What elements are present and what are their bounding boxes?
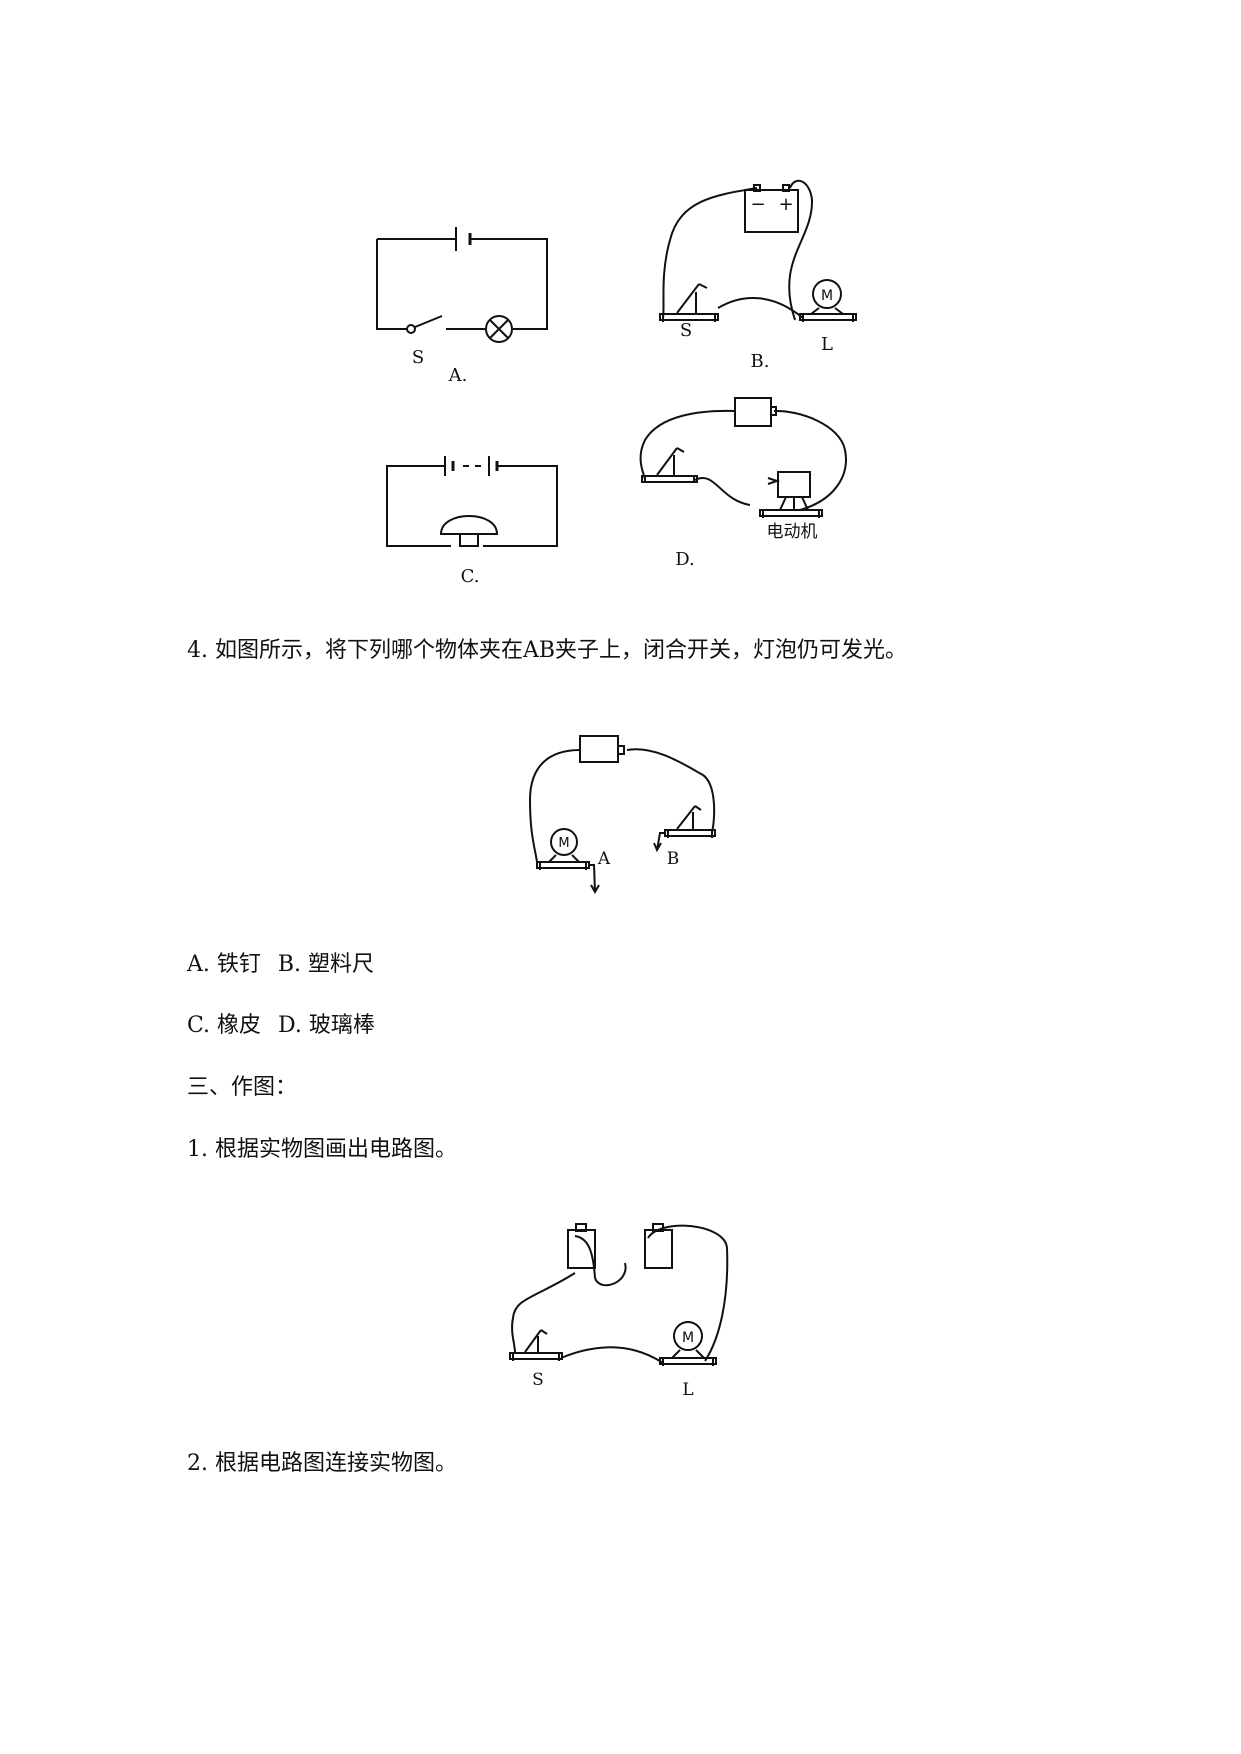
switch-base <box>509 1352 563 1360</box>
wire-left <box>511 1272 576 1354</box>
lamp-base <box>659 1357 717 1365</box>
option-b[interactable]: B. 塑料尺 <box>277 952 375 977</box>
wire-top <box>377 238 548 330</box>
caption-a: A. <box>448 365 468 386</box>
wire-left <box>386 465 451 547</box>
lamp-label: L <box>682 1380 693 1400</box>
wire-top-right <box>773 409 847 511</box>
switch-base <box>664 829 716 837</box>
circuit-figure-b: − + M S L B. <box>655 179 885 380</box>
question-4-text: 4. 如图所示，将下列哪个物体夹在AB夹子上，闭合开关，灯泡仍可发光。 <box>187 638 908 663</box>
drawing-2-text: 2. 根据电路图连接实物图。 <box>187 1451 457 1476</box>
drawing-1-text: 1. 根据实物图画出电路图。 <box>187 1137 457 1162</box>
lamp-letter: M <box>682 1330 694 1346</box>
question-4-options-row-1: A. 铁钉 B. 塑料尺 <box>187 951 384 979</box>
clip-a <box>589 864 600 895</box>
cell-1 <box>567 1229 596 1269</box>
lamp-label: L <box>821 334 833 355</box>
wire-bottom <box>694 477 751 506</box>
motor-base <box>759 509 823 517</box>
lamp-bulb <box>550 828 578 856</box>
switch-lever <box>676 283 700 314</box>
circuit-figure-q4: M A B <box>525 730 725 910</box>
caption-b: B. <box>751 351 770 372</box>
wire-left <box>376 239 407 330</box>
caption-c: C. <box>461 566 480 587</box>
switch-base <box>659 313 719 321</box>
wire-left <box>662 187 758 319</box>
wire-top-right <box>594 1262 627 1287</box>
switch-label: S <box>412 347 424 368</box>
switch-label: S <box>680 320 692 341</box>
lamp-bulb <box>812 279 842 309</box>
battery-plus-sign: + <box>778 194 793 215</box>
section-3-heading: 三、作图： <box>187 1075 298 1100</box>
battery-box <box>744 189 799 233</box>
clip-b <box>653 832 665 853</box>
clip-a-label: A <box>597 849 611 869</box>
circuit-figure-a: S A. <box>370 225 560 386</box>
wire-right <box>483 465 558 547</box>
question-4-options-row-2: C. 橡皮 D. 玻璃棒 <box>187 1012 385 1040</box>
battery-box <box>734 397 772 427</box>
circuit-figure-c: C. <box>385 450 565 590</box>
lamp-letter: M <box>821 288 833 304</box>
lamp-base <box>799 313 857 321</box>
switch-label: S <box>532 1370 544 1390</box>
motor-label: 电动机 <box>767 522 818 542</box>
switch-blade <box>414 315 443 328</box>
motor-body <box>777 471 811 498</box>
battery-box <box>579 735 619 763</box>
wire-left <box>528 749 581 863</box>
wire-right <box>647 1224 729 1362</box>
caption-d: D. <box>675 549 695 570</box>
wire-bottom <box>717 296 804 319</box>
wire-right <box>626 748 716 833</box>
circuit-figure-d: 电动机 D. <box>639 390 870 580</box>
wire-top-left <box>639 409 736 481</box>
wire-top-left <box>574 1235 596 1279</box>
lamp-letter: M <box>558 836 569 851</box>
wire-bottom <box>560 1346 664 1364</box>
option-d[interactable]: D. 玻璃棒 <box>278 1013 375 1038</box>
lamp-base <box>536 861 590 869</box>
switch-base <box>641 475 698 483</box>
battery-minus-sign: − <box>750 194 765 215</box>
circuit-figure-drawing-1: M S L <box>505 1218 745 1400</box>
switch-pivot <box>406 324 416 334</box>
option-a[interactable]: A. 铁钉 <box>187 952 261 977</box>
bell-symbol <box>439 515 499 535</box>
option-c[interactable]: C. 橡皮 <box>187 1013 262 1038</box>
wire-right <box>788 179 814 321</box>
clip-b-label: B <box>667 849 680 869</box>
lamp-bulb <box>673 1321 703 1351</box>
